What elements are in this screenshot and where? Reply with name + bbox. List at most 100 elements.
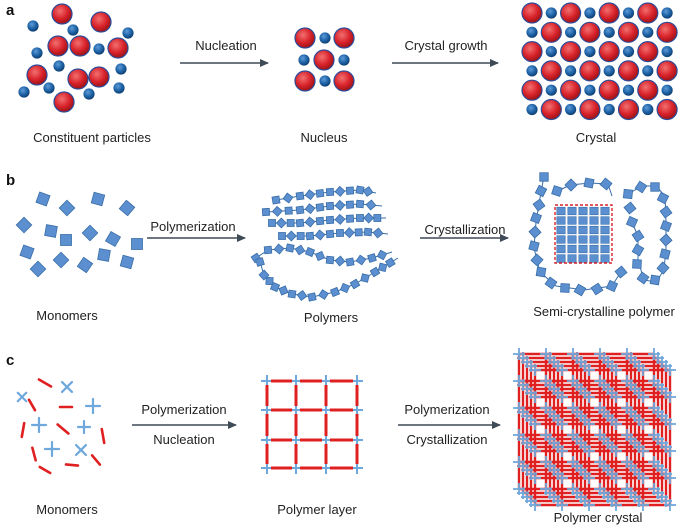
small-particle (642, 103, 654, 116)
monomer-square (649, 274, 661, 286)
panel-label-c: c (6, 352, 15, 369)
linker-node-monomers-group (16, 378, 106, 475)
monomer-square (315, 188, 325, 198)
monomer-square (539, 172, 549, 182)
semi-crystalline-polymer-group (528, 172, 673, 297)
arrow-label-polymerization-b: Polymerization (150, 219, 236, 234)
large-particle (69, 35, 91, 57)
large-particle (521, 79, 543, 101)
crystalline-square (567, 235, 577, 244)
monomer-square (334, 213, 346, 225)
monomer-square (284, 206, 293, 215)
monomer-square (304, 216, 316, 228)
monomer-square (650, 182, 660, 192)
crystalline-square (600, 225, 610, 235)
large-particle (333, 70, 355, 92)
large-particle (107, 37, 129, 59)
monomer-square (271, 195, 281, 205)
monomer-squares-group (15, 191, 143, 278)
small-particle (83, 88, 95, 100)
monomer-square (307, 292, 317, 302)
panel-a (18, 2, 678, 121)
large-particle (47, 35, 69, 57)
large-particle (521, 40, 543, 63)
monomer-square (60, 234, 72, 246)
monomer-square (345, 186, 355, 195)
stage-label-monomers-b: Monomers (36, 308, 98, 323)
monomer-square (76, 256, 94, 274)
stage-label-polymers: Polymers (303, 310, 359, 325)
monomer-square (623, 201, 637, 215)
monomer-square (278, 232, 286, 240)
monomer-square (605, 279, 619, 293)
stage-label-polymer-crystal: Polymer crystal (553, 510, 643, 525)
monomer-square (355, 199, 365, 209)
monomer-square (659, 219, 673, 233)
monomer-square (335, 228, 345, 238)
small-particle (603, 65, 615, 77)
monomer-square (659, 248, 671, 260)
arrow-label-polymerization-c2: Polymerization (404, 402, 490, 417)
monomer-square (325, 229, 335, 239)
monomer-square (304, 203, 316, 215)
small-particle (584, 7, 596, 19)
small-particle (545, 46, 557, 58)
large-particle (598, 2, 620, 24)
monomer-square (355, 254, 367, 266)
monomer-square (656, 191, 670, 205)
large-particle (579, 21, 601, 43)
small-particle (298, 54, 310, 66)
monomer-square (334, 255, 346, 267)
monomer-square (360, 273, 370, 283)
crystalline-square (600, 216, 610, 225)
monomer-square (318, 289, 329, 300)
monomer-square (131, 238, 143, 250)
crystalline-square (578, 244, 588, 254)
monomer-square (325, 187, 335, 197)
crystalline-square (600, 235, 610, 244)
small-particle (53, 60, 65, 72)
monomer-square (268, 219, 276, 227)
monomer-square (659, 205, 673, 219)
crystalline-square (589, 216, 599, 225)
monomer-square (118, 199, 136, 217)
small-particle (584, 84, 596, 96)
small-particle (67, 24, 79, 36)
crystalline-square (567, 216, 577, 225)
monomer-square (362, 186, 374, 197)
monomer-square (656, 261, 670, 275)
monomer-square (52, 251, 70, 269)
small-particle (661, 7, 673, 19)
monomer-square (294, 244, 306, 256)
monomer-square (373, 214, 382, 222)
small-particle (43, 82, 55, 94)
monomer-square (119, 254, 135, 270)
monomer-square (97, 248, 111, 262)
monomer-square (44, 224, 58, 238)
small-particle (93, 43, 105, 55)
monomer-square (376, 249, 388, 261)
large-particle (67, 68, 89, 90)
linker-rod (100, 427, 106, 445)
crystalline-square (600, 244, 610, 254)
node-cross (16, 391, 28, 403)
crystalline-square (589, 235, 599, 244)
arrow-label-polymerization-c1: Polymerization (141, 402, 227, 417)
monomer-square (528, 240, 540, 252)
monomer-square (285, 230, 297, 242)
large-particle (540, 60, 562, 82)
crystalline-square (589, 225, 599, 235)
node-cross (30, 416, 48, 434)
monomer-square (573, 283, 587, 297)
large-particle (559, 2, 582, 24)
large-particle (617, 60, 640, 82)
monomer-square (564, 178, 578, 192)
large-particle (579, 98, 601, 121)
crystalline-square (578, 254, 588, 263)
monomer-square (261, 207, 271, 217)
monomer-square (544, 276, 558, 290)
monomer-square (363, 227, 373, 237)
monomer-square (273, 243, 285, 255)
monomer-square (296, 232, 305, 240)
crystalline-square (556, 206, 566, 216)
